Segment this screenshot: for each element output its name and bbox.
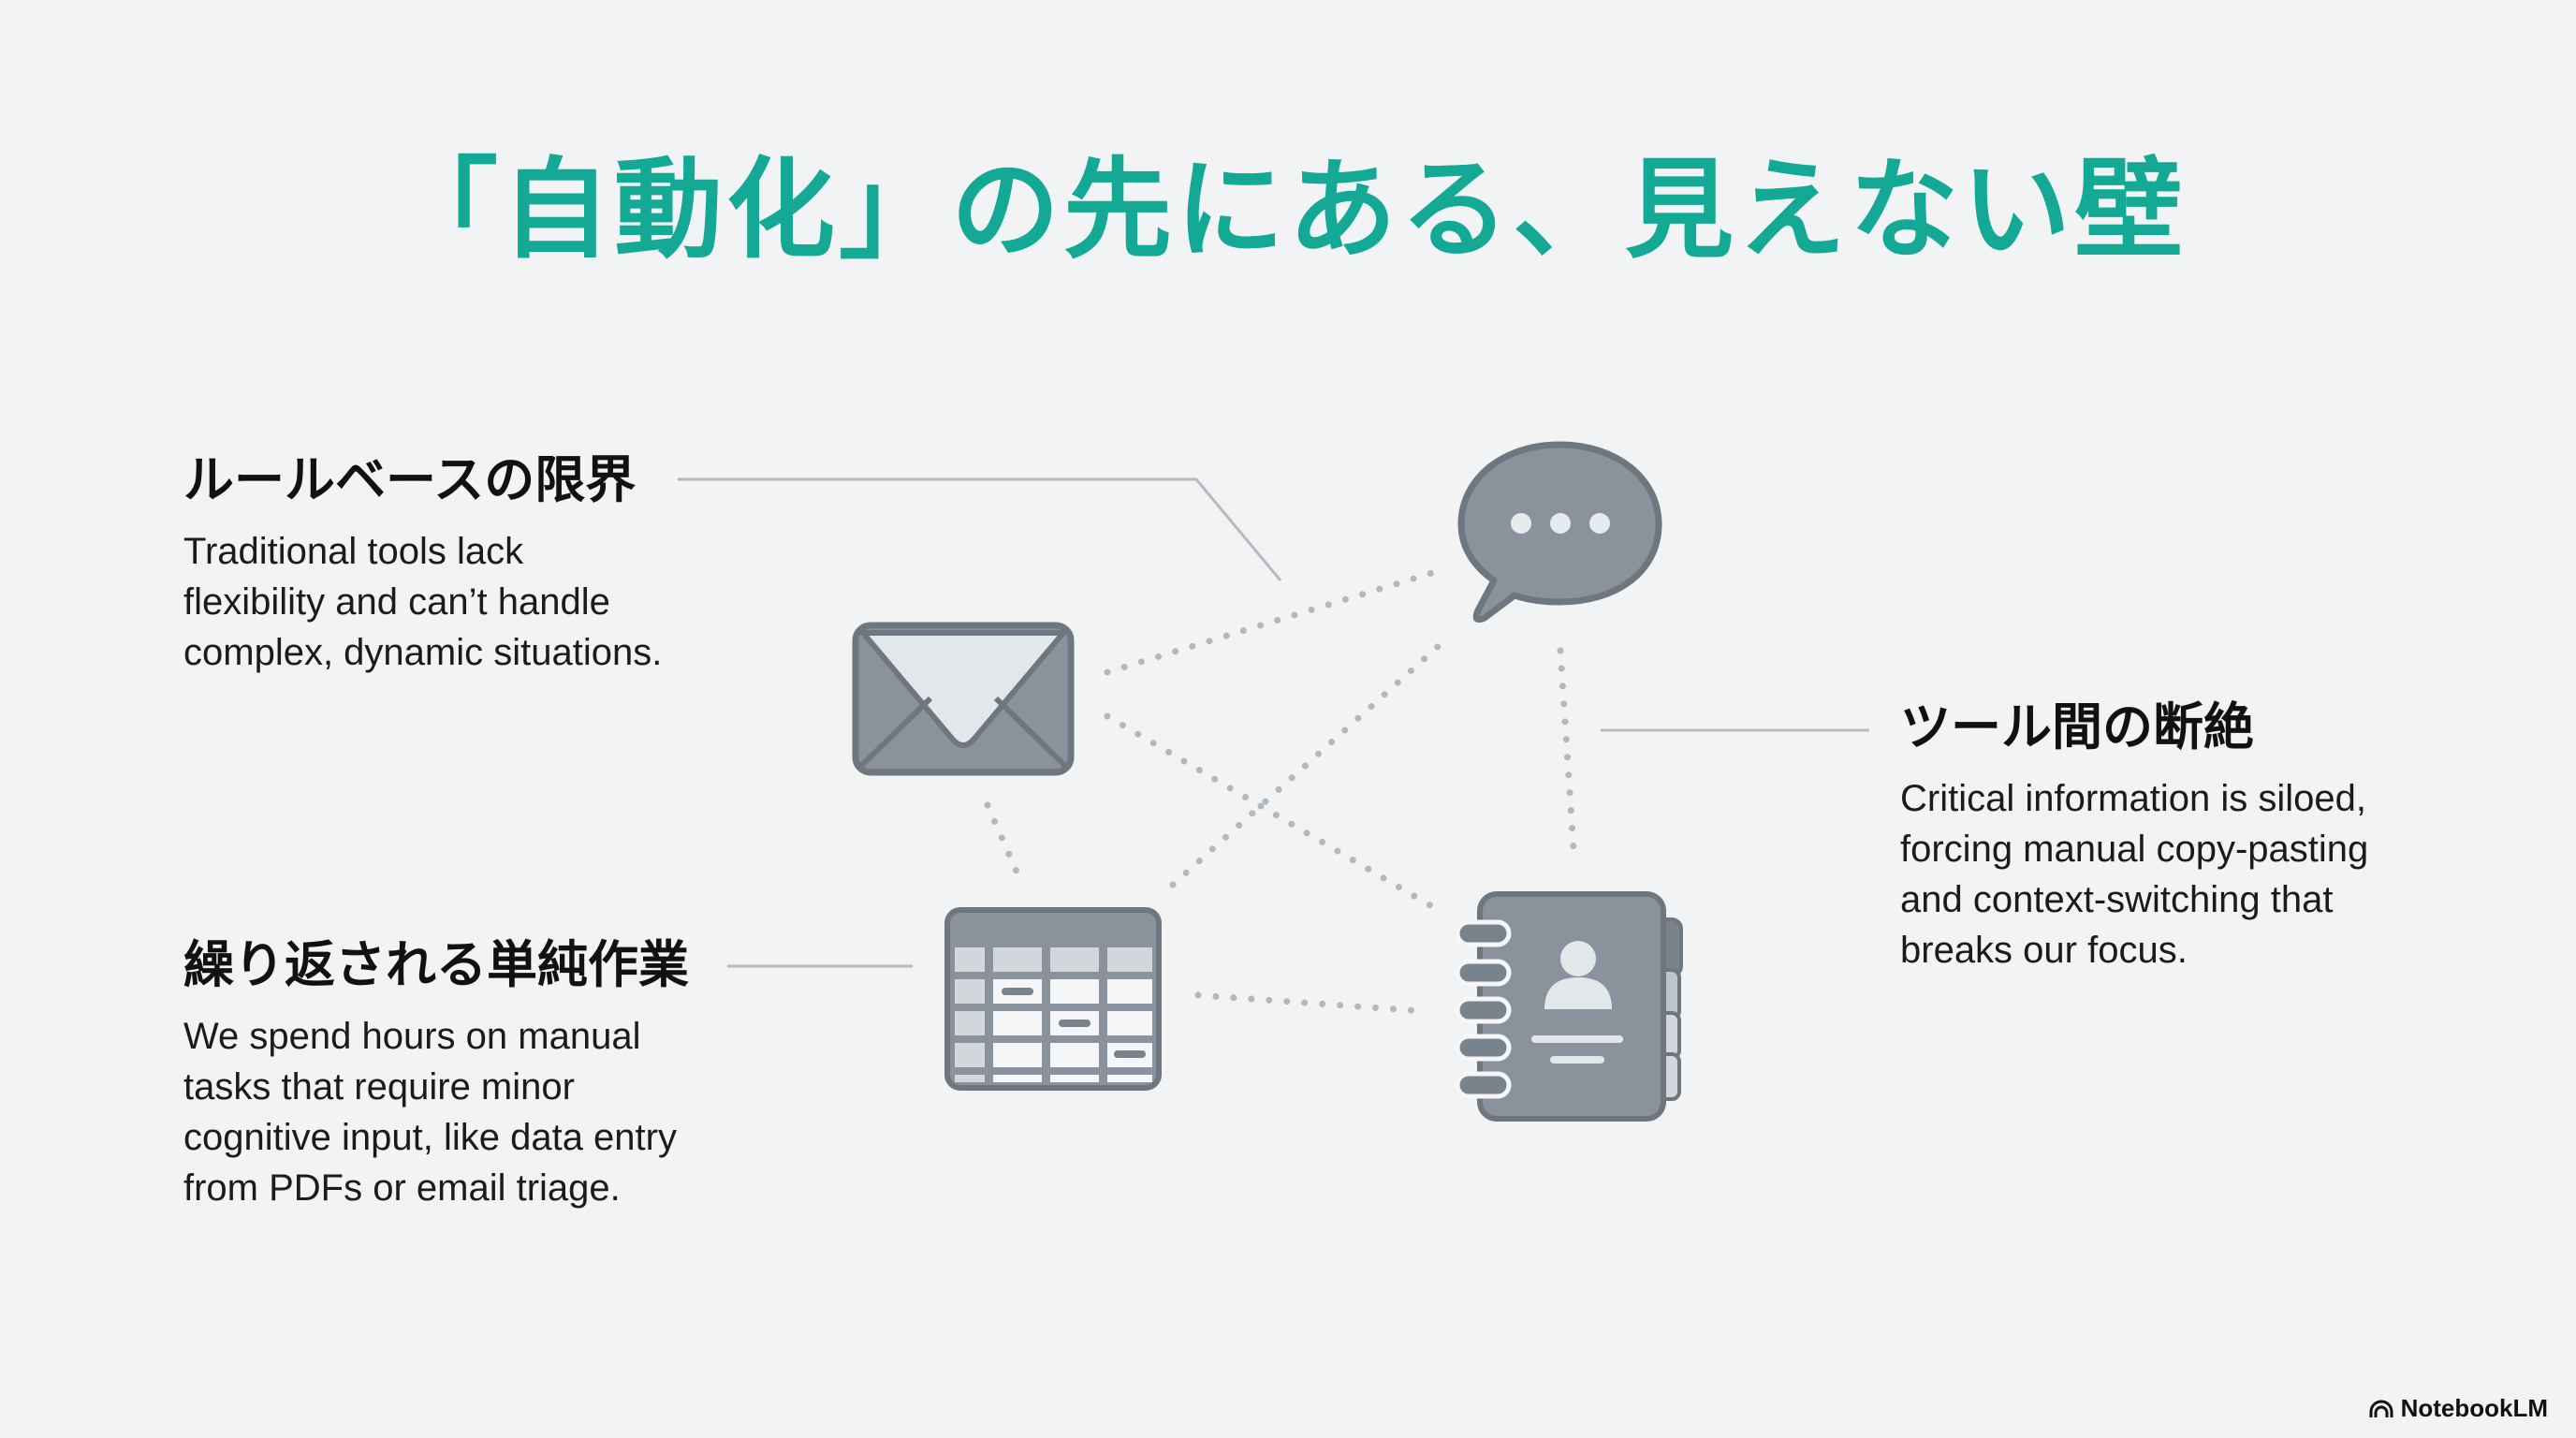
callout-body: Traditional tools lack flexibility and c…	[183, 531, 663, 673]
notebooklm-logo-icon	[2369, 1400, 2393, 1417]
dots-envelope-chat	[1104, 569, 1436, 676]
dots-envelope-table	[984, 801, 1024, 884]
branding-label: NotebookLM	[2400, 1394, 2548, 1422]
callout-heading: 繰り返される単純作業	[183, 935, 689, 994]
dots-envelope-notebook	[1104, 712, 1439, 912]
dotted-links	[984, 569, 1578, 1015]
callout-repetitive-tasks: 繰り返される単純作業 We spend hours on manual task…	[183, 932, 820, 1213]
chat-bubble-icon	[1457, 441, 1662, 624]
connector-rule-limit	[678, 477, 1282, 581]
connector-lines	[678, 477, 1869, 968]
envelope-icon	[852, 622, 1075, 776]
dots-chat-notebook	[1557, 647, 1578, 867]
slide-title: 「自動化」の先にある、見えない壁	[389, 147, 2187, 273]
callout-heading: ルールベースの限界	[183, 450, 637, 509]
callout-body: We spend hours on manual tasks that requ…	[183, 1016, 677, 1209]
notebooklm-branding: NotebookLM	[2369, 1394, 2548, 1423]
callout-body: Critical information is siloed, forcing …	[1900, 778, 2369, 971]
callout-heading: ツール間の断絶	[1900, 697, 2254, 756]
dots-table-chat	[1169, 633, 1453, 888]
spreadsheet-icon	[944, 907, 1162, 1091]
callout-tool-silos: ツール間の断絶 Critical information is siloed, …	[1900, 695, 2462, 976]
callout-rule-based-limits: ルールベースの限界 Traditional tools lack flexibi…	[183, 448, 764, 678]
address-book-icon	[1455, 891, 1683, 1122]
dots-table-notebook	[1194, 991, 1427, 1015]
